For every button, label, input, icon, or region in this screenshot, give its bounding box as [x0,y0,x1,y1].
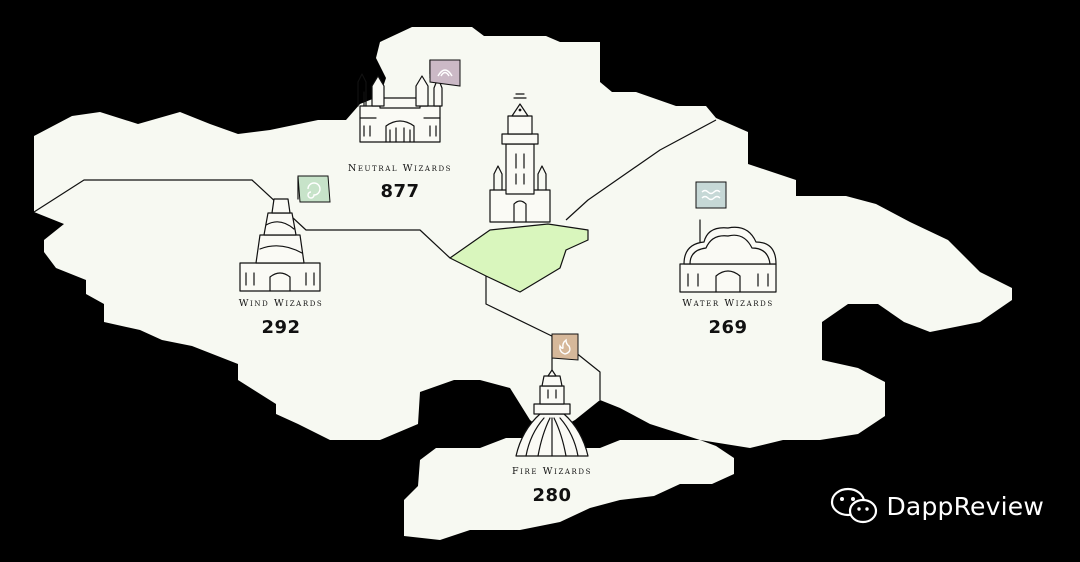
eye-tower-icon [489,93,551,223]
neutral-castle-icon [357,59,443,143]
wind-tower-icon [239,176,321,292]
watermark: DappReview [830,486,1044,526]
flame-icon [559,338,571,355]
fire-count: 280 [532,485,571,506]
watermark-text: DappReview [886,491,1044,521]
neutral-count: 877 [380,181,419,202]
center-zone [449,223,589,293]
swirl-icon [307,182,321,199]
fire-label: Fire Wizards [512,466,592,477]
fire-flag [551,333,579,361]
water-palace-icon [679,219,777,293]
water-flag [695,181,727,209]
neutral-label: Neutral Wizards [348,163,452,174]
rainbow-icon [437,69,453,77]
wind-flag [297,175,331,203]
water-count: 269 [708,317,747,338]
waves-icon [701,189,721,201]
water-label: Water Wizards [682,298,773,309]
wind-label: Wind Wizards [239,298,324,309]
south-island [404,438,734,540]
border-neutral-water [565,119,717,221]
neutral-flag [429,59,461,87]
fire-tower-icon [515,335,589,457]
wechat-icon [831,487,878,524]
wind-count: 292 [261,317,300,338]
